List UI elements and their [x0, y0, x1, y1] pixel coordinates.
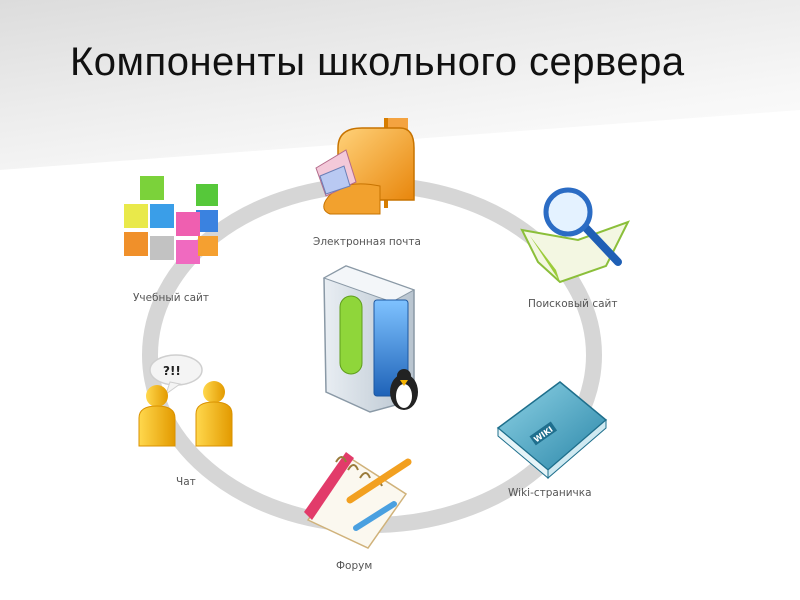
node-label-mail: Электронная почта: [313, 236, 421, 248]
chat-people-icon: ?!!: [138, 354, 233, 447]
node-label-wiki: Wiki-страничка: [508, 487, 592, 499]
node-label-forum: Форум: [336, 560, 373, 572]
notepad-icon: [304, 452, 412, 549]
slide-title: Компоненты школьного сервера: [70, 40, 685, 84]
node-label-search: Поисковый сайт: [528, 298, 618, 310]
node-label-chat: Чат: [176, 476, 196, 488]
cubes-icon: [124, 176, 218, 264]
mailbox-icon: [315, 118, 415, 215]
magnifier-book-icon: [520, 187, 631, 284]
node-label-study: Учебный сайт: [133, 292, 210, 304]
chat-bubble-text: ?!!: [163, 364, 181, 378]
wiki-book-icon: WIKI: [496, 381, 608, 480]
server-icon: [322, 265, 418, 413]
wiki-badge: [529, 421, 558, 446]
